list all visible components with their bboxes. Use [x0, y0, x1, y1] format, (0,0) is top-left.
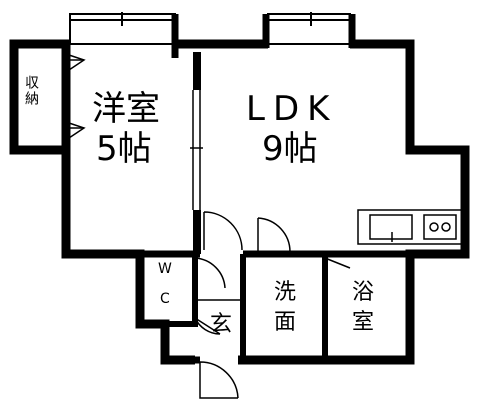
room-label-wc-top: W	[158, 261, 172, 277]
sink-icon	[369, 214, 413, 240]
outer-wall-right	[238, 39, 470, 365]
outer-wall-storage	[9, 39, 66, 155]
room-label-bath-top: 浴	[352, 280, 375, 305]
stove-icon	[423, 214, 457, 240]
room-label-ldk: LDK	[246, 89, 338, 129]
room-label-wc-bottom: C	[160, 291, 170, 307]
room-label-western: 洋室	[92, 89, 160, 129]
room-label-bath-bottom: 室	[352, 310, 375, 335]
door-swings	[194, 211, 351, 399]
room-size-ldk: 9帖	[262, 129, 318, 169]
storage-doors	[65, 53, 86, 141]
room-label-washroom-bottom: 面	[274, 310, 297, 335]
room-label-entrance: 玄	[210, 312, 233, 337]
room-label-washroom-top: 洗	[274, 280, 297, 305]
kitchen-counter	[357, 209, 463, 245]
window-top-left	[69, 12, 179, 58]
window-top-right	[262, 12, 356, 48]
room-label-storage: 収納	[23, 75, 39, 107]
room-size-western: 5帖	[96, 129, 152, 169]
